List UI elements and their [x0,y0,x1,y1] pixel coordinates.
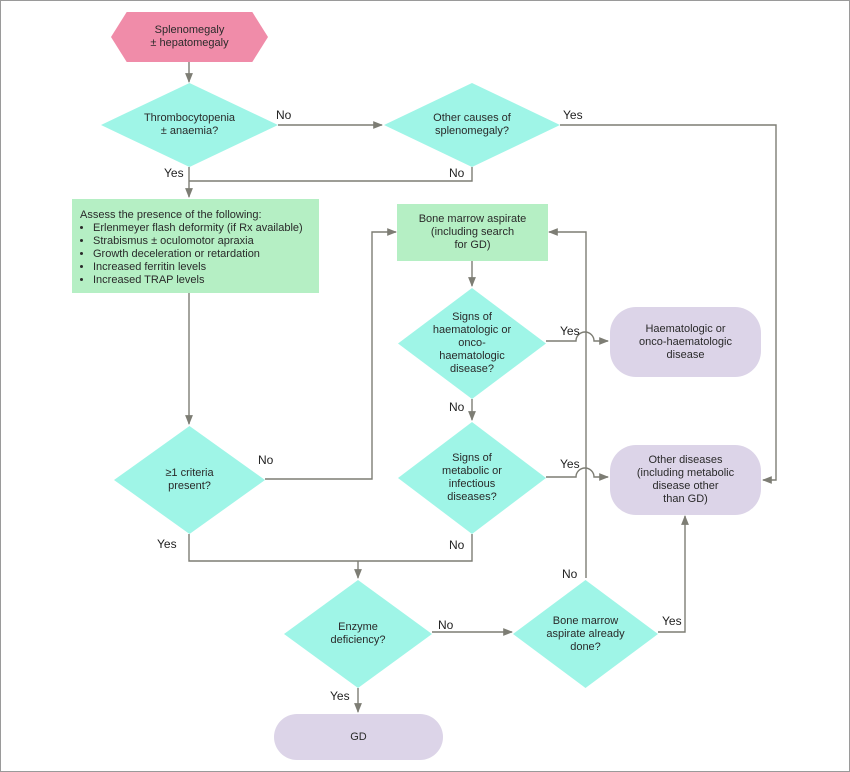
bone-marrow-aspirate-box: Bone marrow aspirate (including search f… [397,204,548,261]
assess-item: Erlenmeyer flash deformity (if Rx availa… [93,222,303,235]
gd-text: GD [350,730,367,743]
edge-criteria-no [265,228,397,480]
haematologic-disease-terminal: Haematologic or onco-haematologic diseas… [610,307,761,377]
bone-marrow-text: Bone marrow aspirate (including search f… [418,213,527,251]
other-diseases-text: Other diseases (including metabolic dise… [636,454,735,505]
label-thrombo-yes: Yes [164,166,184,180]
label-thrombo-no: No [276,108,292,122]
edge-haem-yes [546,331,609,345]
start-node: Splenomegaly ± hepatomegaly [111,12,268,62]
edge-metab-no [188,534,473,562]
label-metab-yes: Yes [560,457,580,471]
bm-done-text: Bone marrow aspirate already done? [546,614,625,653]
signs-haem-text: Signs of haematologic or onco-haematolog… [432,311,512,375]
label-bmdone-no: No [562,567,578,581]
label-other-no: No [449,166,465,180]
label-other-yes: Yes [563,108,583,122]
assess-item: Growth deceleration or retardation [93,248,303,261]
assess-item: Increased ferritin levels [93,261,303,274]
assess-heading: Assess the presence of the following: [80,209,262,221]
edge-other-yes [560,124,777,484]
label-enzyme-no: No [438,618,454,632]
assess-content: Assess the presence of the following: Er… [80,209,303,287]
label-haem-yes: Yes [560,324,580,338]
start-text: Splenomegaly ± hepatomegaly [150,24,229,49]
assess-list: Erlenmeyer flash deformity (if Rx availa… [80,222,303,287]
label-metab-no: No [449,538,465,552]
enzyme-text: Enzyme deficiency? [330,621,386,646]
signs-metab-text: Signs of metabolic or infectious disease… [442,452,502,503]
edge-metab-yes [546,467,609,481]
assess-item: Strabismus ± oculomotor apraxia [93,235,303,248]
label-criteria-no: No [258,453,274,467]
assess-item: Increased TRAP levels [93,274,303,287]
label-haem-no: No [449,400,465,414]
label-enzyme-yes: Yes [330,689,350,703]
gd-terminal: GD [274,714,443,760]
edge-bmdone-yes [658,515,689,633]
thrombo-text: Thrombocytopenia ± anaemia? [143,112,236,137]
edge-bmdone-no [548,228,587,578]
other-diseases-terminal: Other diseases (including metabolic dise… [610,445,761,515]
label-bmdone-yes: Yes [662,614,682,628]
other-causes-text: Other causes of splenomegaly? [433,112,511,137]
criteria-text: ≥1 criteria present? [165,467,214,492]
assess-criteria-box: Assess the presence of the following: Er… [72,199,319,293]
label-criteria-yes: Yes [157,537,177,551]
edge-other-no [189,167,473,182]
haem-disease-text: Haematologic or onco-haematologic diseas… [639,322,732,361]
